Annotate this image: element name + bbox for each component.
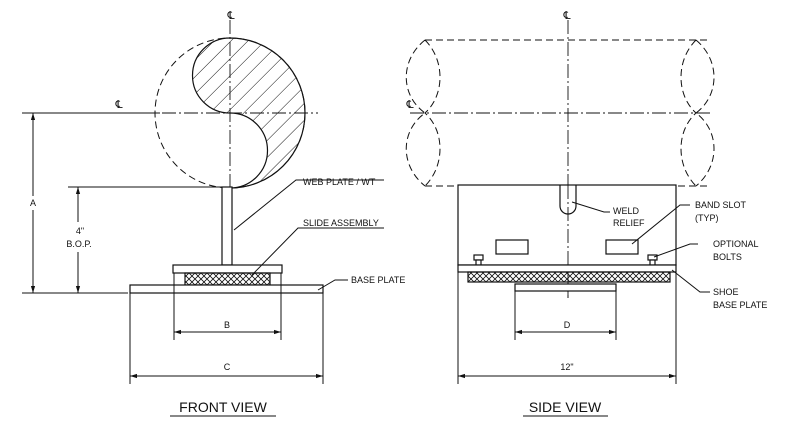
side-shoe-body <box>457 184 677 266</box>
side-base-plate <box>514 283 617 292</box>
shoe-base-plate-label-1: SHOE <box>713 287 739 297</box>
front-view: ℄ ℄ A 4" B.O.P. B C WEB PLATE / <box>22 9 405 417</box>
front-vertical-centerline-symbol: ℄ <box>226 9 234 22</box>
dimension-bop-height: 4" <box>76 226 84 236</box>
web-plate-label: WEB PLATE / WT <box>303 177 376 187</box>
dimension-a-label: A <box>30 198 36 208</box>
dimension-bop-label: B.O.P. <box>66 239 91 249</box>
side-horizontal-centerline-symbol: ℄ <box>405 98 413 111</box>
dimension-c-label: C <box>224 362 231 372</box>
front-horizontal-centerline-symbol: ℄ <box>114 98 122 111</box>
weld-relief-label-2: RELIEF <box>613 218 645 228</box>
side-vertical-centerline-symbol: ℄ <box>562 9 570 22</box>
front-pipe-section-hatch <box>191 37 306 189</box>
front-slide-assembly <box>184 272 271 286</box>
side-view: ℄ ℄ D 12" <box>405 9 767 417</box>
dimension-d-label: D <box>564 320 571 330</box>
band-slot-label-1: BAND SLOT <box>695 200 747 210</box>
front-shoe-plate <box>172 264 283 274</box>
front-view-title: FRONT VIEW <box>179 399 267 415</box>
weld-relief-leader <box>571 201 610 213</box>
front-base-plate <box>129 284 324 294</box>
web-plate <box>221 186 233 266</box>
side-slide-assembly <box>467 271 671 283</box>
optional-bolts-label-1: OPTIONAL <box>713 239 759 249</box>
band-slot-left <box>495 239 529 255</box>
optional-bolts-label-2: BOLTS <box>713 252 742 262</box>
side-pipe-outline <box>405 39 715 187</box>
web-plate-leader <box>233 179 384 231</box>
shoe-base-plate-leader <box>671 269 710 293</box>
slide-assembly-leader <box>251 227 384 276</box>
side-shoe-base-plate <box>457 264 677 273</box>
band-slot-leader <box>631 204 690 245</box>
base-plate-label: BASE PLATE <box>351 275 405 285</box>
weld-relief-label-1: WELD <box>613 206 640 216</box>
side-view-title: SIDE VIEW <box>529 399 602 415</box>
dimension-b-label: B <box>224 320 230 330</box>
slide-assembly-label: SLIDE ASSEMBLY <box>303 218 379 228</box>
shoe-base-plate-label-2: BASE PLATE <box>713 300 767 310</box>
optional-bolts-leader <box>653 243 698 258</box>
band-slot-right <box>605 239 639 255</box>
weld-relief-slot <box>559 185 577 215</box>
dimension-length-label: 12" <box>560 362 573 372</box>
band-slot-label-2: (TYP) <box>695 213 719 223</box>
base-plate-leader <box>317 279 348 291</box>
